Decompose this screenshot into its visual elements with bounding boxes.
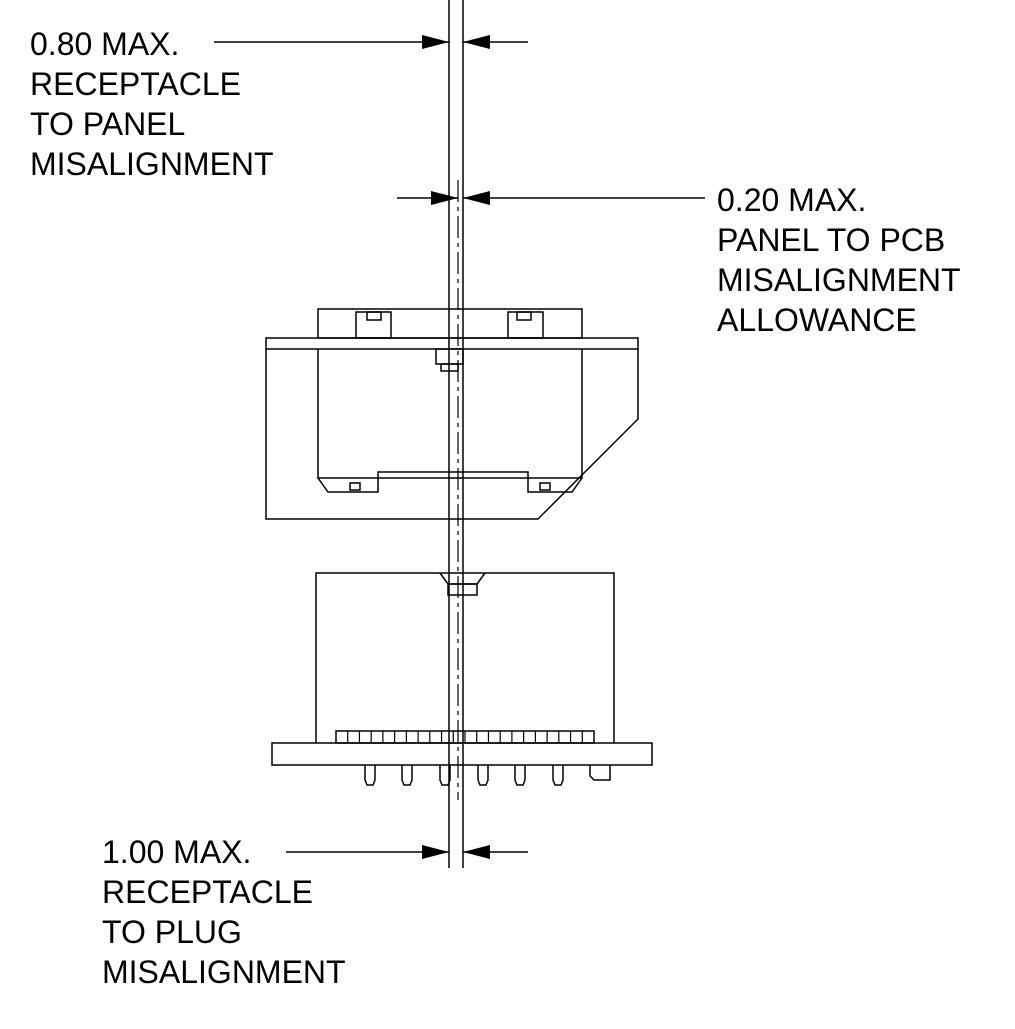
pcb-pin: [477, 765, 489, 786]
arrowhead-right: [431, 191, 458, 205]
callout-value: 0.20 MAX.: [717, 182, 867, 218]
center-key-tab: [440, 363, 459, 372]
pcb-pin: [439, 765, 451, 786]
callout-line-1: RECEPTACLE: [30, 66, 242, 102]
callout-panel-to-pcb: 0.20 MAX. PANEL TO PCB MISALIGNMENT ALLO…: [717, 180, 961, 340]
latch-left: [355, 311, 392, 339]
callout-line-2: TO PLUG: [102, 914, 242, 950]
mounting-panel: [265, 337, 639, 350]
latch-right-inner: [516, 311, 532, 321]
arrowhead-left: [463, 845, 490, 859]
plug-assembly: [271, 572, 653, 786]
latch-left-inner: [366, 311, 382, 321]
callout-receptacle-to-plug: 1.00 MAX. RECEPTACLE TO PLUG MISALIGNMEN…: [102, 832, 346, 992]
dimension-receptacle-to-panel: [214, 35, 528, 49]
board-lock: [589, 765, 611, 781]
pcb-pin: [401, 765, 413, 786]
pcb-pin: [552, 765, 564, 786]
arrowhead-right: [422, 35, 449, 49]
callout-receptacle-to-panel: 0.80 MAX. RECEPTACLE TO PANEL MISALIGNME…: [30, 24, 274, 184]
pcb: [271, 742, 653, 766]
pcb-pin: [364, 765, 376, 786]
arrowhead-left: [463, 35, 490, 49]
centerlines: [448, 0, 464, 868]
latch-right: [507, 311, 544, 339]
receptacle-bottom-step: [317, 471, 583, 493]
callout-line-2: MISALIGNMENT: [717, 262, 961, 298]
plug-body: [315, 572, 615, 743]
panel-bracket-outline: [265, 349, 639, 520]
callout-line-1: PANEL TO PCB: [717, 222, 946, 258]
dimension-panel-to-pcb: [397, 191, 705, 205]
callout-line-3: MISALIGNMENT: [102, 954, 346, 990]
key-slot-right: [539, 482, 551, 491]
dimension-receptacle-to-plug: [286, 845, 528, 859]
key-slot-left: [349, 482, 361, 491]
pcb-pin: [514, 765, 526, 786]
arrowhead-left: [463, 191, 490, 205]
callout-value: 0.80 MAX.: [30, 26, 180, 62]
receptacle-body: [317, 349, 583, 479]
arrowhead-right: [422, 845, 449, 859]
plug-guide-pin: [447, 583, 478, 596]
callout-line-1: RECEPTACLE: [102, 874, 314, 910]
callout-value: 1.00 MAX.: [102, 834, 252, 870]
receptacle-assembly: [265, 308, 639, 520]
callout-line-3: MISALIGNMENT: [30, 146, 274, 182]
contact-dividers: [347, 731, 583, 743]
callout-line-3: ALLOWANCE: [717, 302, 917, 338]
callout-line-2: TO PANEL: [30, 106, 186, 142]
pcb-pins: [364, 765, 564, 786]
